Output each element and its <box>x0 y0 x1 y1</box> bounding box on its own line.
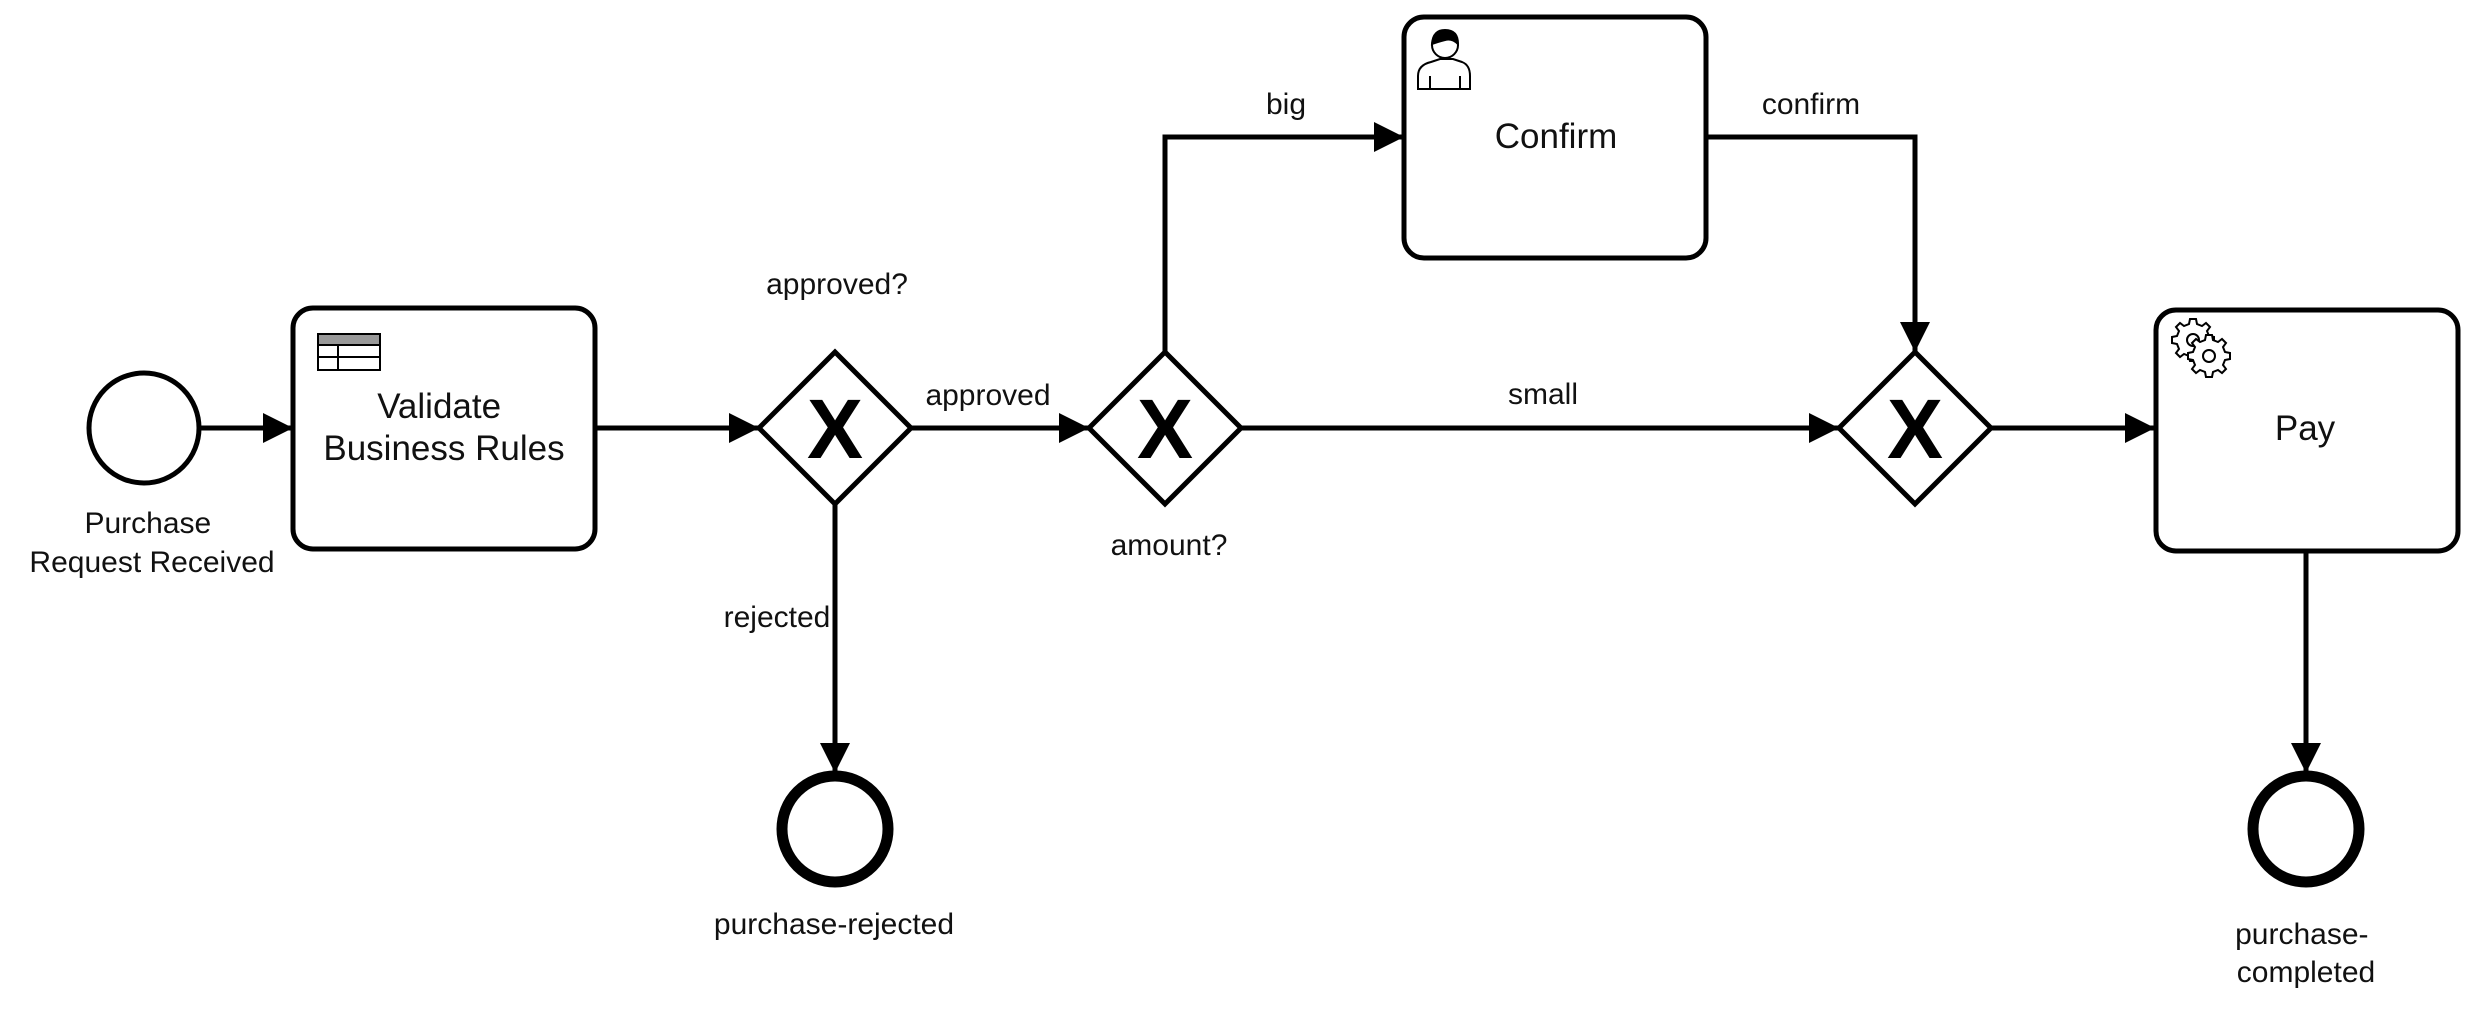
flow-label-approved: approved <box>925 379 1050 412</box>
confirm-task[interactable] <box>1401 14 1709 261</box>
flow-big[interactable] <box>1162 122 1404 352</box>
end-event-rejected[interactable] <box>776 770 894 888</box>
end-event-rejected-label: purchase-rejected <box>714 908 954 941</box>
flow-label-small: small <box>1508 378 1578 411</box>
gears-icon <box>2171 318 2231 378</box>
end-event-completed-label: purchase- completed <box>2235 918 2377 989</box>
flow-confirm[interactable] <box>1706 134 1930 352</box>
exclusive-x-marker: X <box>1887 382 1943 476</box>
start-event-label: Purchase Request Received <box>29 507 274 579</box>
approved-gateway-label: approved? <box>766 268 908 301</box>
end-event-completed[interactable] <box>2247 770 2365 888</box>
exclusive-x-marker: X <box>1137 382 1193 476</box>
start-event[interactable] <box>86 370 202 486</box>
exclusive-x-marker: X <box>807 382 863 476</box>
user-icon <box>1417 28 1471 90</box>
flow-label-big: big <box>1266 88 1306 121</box>
confirm-task-label: Confirm <box>1495 117 1618 156</box>
flow-label-rejected: rejected <box>724 601 831 634</box>
amount-gateway[interactable]: X <box>1085 348 1245 508</box>
pay-task-label: Pay <box>2275 409 2336 448</box>
pay-task[interactable] <box>2153 307 2461 554</box>
business-rule-table-icon <box>317 333 381 371</box>
flow-label-confirm: confirm <box>1762 88 1860 121</box>
approved-gateway[interactable]: X <box>755 348 915 508</box>
join-gateway[interactable]: X <box>1835 348 1995 508</box>
validate-business-rules-label: Validate Business Rules <box>323 387 564 468</box>
amount-gateway-label: amount? <box>1111 529 1228 562</box>
